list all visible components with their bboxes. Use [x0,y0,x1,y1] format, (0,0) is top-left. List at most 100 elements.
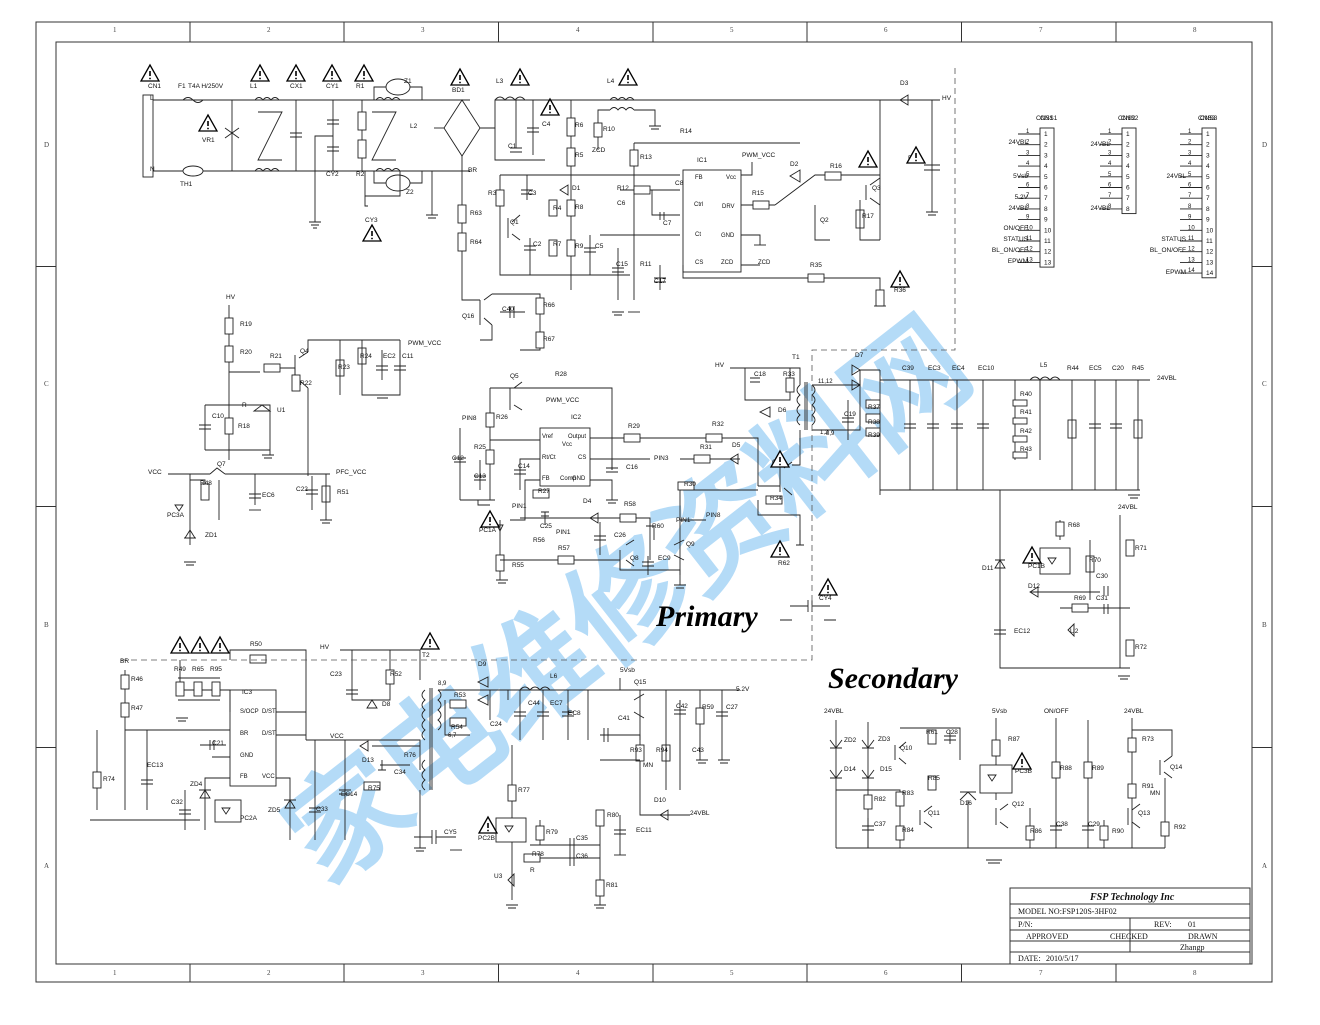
component-label: D16 [960,800,972,807]
checked-label: CHECKED [1110,932,1148,941]
component-label: BR [468,167,477,174]
model-number: FSP120S-3HF02 [1062,907,1117,916]
component-label: BR [120,658,129,665]
component-label: C33 [316,806,328,813]
component-label: EC12 [1014,628,1031,635]
component-label: R14 [680,128,692,135]
component-label: VR1 [202,137,215,144]
component-label: 5Vsb [992,708,1007,715]
component-label: R23 [338,364,350,371]
component-label: D4 [583,498,592,505]
connector-body [1039,127,1055,268]
component-label: C10 [212,413,224,420]
warning-icon [905,145,927,164]
connector-pin-index: 12 [1188,247,1195,253]
component-label: CNS2 [1121,115,1139,122]
component-label: C29 [1088,821,1100,828]
zone-column-marker: 6 [884,26,888,34]
connector-pin-number: 1 [1126,131,1130,138]
secondary-section-label: Secondary [828,662,959,695]
component-label: R80 [607,812,619,819]
ic-pin-label: DRV [722,204,735,210]
component-label: PWM_VCC [546,397,580,404]
component-label: R59 [702,704,714,711]
component-label: C17 [654,278,666,285]
connector-net-label: 24VBL [1090,205,1110,212]
component-label: R71 [1135,545,1147,552]
component-label: R21 [270,353,282,360]
component-label: R45 [1132,365,1144,372]
component-label: PC1A [479,527,497,534]
component-label: C30 [1096,573,1108,580]
component-label: HV [226,294,236,301]
zone-row-marker: D [1262,141,1267,149]
component-label: R90 [1112,828,1124,835]
connector-pin-number: 6 [1126,185,1130,192]
zone-column-marker: 4 [576,26,580,34]
component-label: D6 [778,407,787,414]
component-label: R30 [684,481,696,488]
isolation-boundary [120,68,956,661]
component-label: T2 [422,652,430,659]
component-label: C13 [474,473,486,480]
component-label: PC2B [478,835,495,842]
connector-pin-index: 4 [1188,161,1192,167]
component-label: PIN3 [654,455,669,462]
component-label: VCC [148,469,162,476]
component-label: EC14 [341,791,358,798]
component-label: EC3 [928,365,941,372]
component-label: CY1 [326,83,339,90]
component-label: U3 [494,873,503,880]
component-label: C37 [874,821,886,828]
connector-pin-index: 5 [1108,172,1112,178]
component-label: C43 [692,747,704,754]
component-label: PC3B [1015,768,1032,775]
component-label: EC8 [568,710,581,717]
component-label: C5 [595,243,604,250]
warning-icon [197,113,219,132]
zone-column-marker: 2 [267,969,271,977]
component-label: R1 [356,83,365,90]
component-label: Q7 [217,461,226,468]
component-label: D1 [572,185,581,192]
connector-pin-number: 8 [1206,206,1210,213]
connector-pin-number: 9 [1044,217,1048,224]
warning-icon [285,63,307,82]
connector-body [1121,127,1137,215]
component-label: 5Vsb [620,667,635,674]
warning-icon [189,635,211,654]
component-label: PIN8 [462,415,477,422]
zone-column-marker: 7 [1039,969,1043,977]
ic-pin-label: Vcc [562,442,572,448]
pn-label: P/N: [1018,920,1033,929]
component-label: R29 [628,423,640,430]
zone-column-marker: 7 [1039,26,1043,34]
zone-row-marker: C [44,380,49,388]
connector-pin-number: 11 [1044,238,1051,245]
component-label: R74 [103,776,115,783]
ic-pin-label: Ct [695,232,701,238]
component-label: R26 [496,414,508,421]
component-label: R35 [810,262,822,269]
component-label: R20 [240,349,252,356]
connector-pin-number: 4 [1044,163,1048,170]
component-label: Q8 [630,555,639,562]
ic-pin-label: VCC [262,774,275,780]
component-label: R55 [512,562,524,569]
component-label: EC4 [952,365,965,372]
drawn-by: Zhangp [1180,943,1204,952]
zone-column-marker: 3 [421,26,425,34]
connector-pin-index: 6 [1108,183,1112,189]
warning-icon [769,539,791,558]
mains-line-label: L [150,95,154,102]
component-label: C31 [1096,595,1108,602]
component-label: C42 [676,703,688,710]
warning-icon [353,63,375,82]
component-label: C2 [533,241,542,248]
component-label: C26 [614,532,626,539]
component-label: R9 [575,243,584,250]
component-label: R8 [575,204,584,211]
connector-label: CNS2 [1118,115,1136,122]
component-label: R22 [300,380,312,387]
